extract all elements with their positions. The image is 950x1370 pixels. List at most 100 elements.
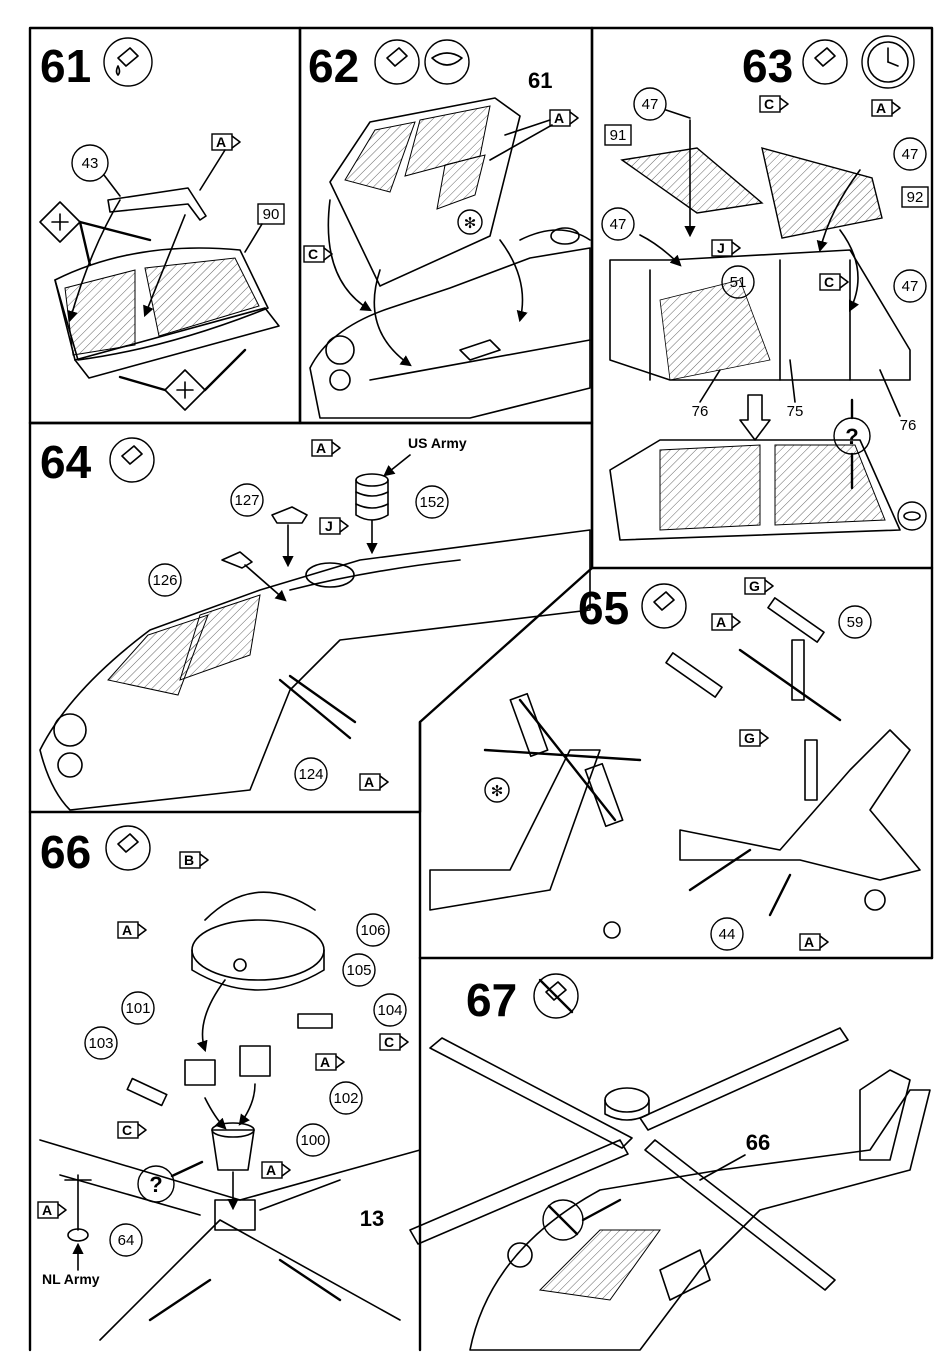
- part-label-61: 61: [528, 68, 552, 93]
- step-67: 67 66: [410, 974, 930, 1350]
- window-91: [622, 148, 762, 213]
- svg-text:A: A: [320, 1054, 330, 1070]
- svg-text:106: 106: [360, 922, 385, 939]
- svg-text:A: A: [122, 922, 132, 938]
- tail-rotor-finished: [430, 694, 640, 938]
- window-92: [762, 148, 882, 238]
- svg-text:59: 59: [847, 614, 864, 631]
- svg-text:104: 104: [377, 1002, 402, 1019]
- note-us-army: US Army: [408, 435, 467, 451]
- svg-text:152: 152: [419, 494, 444, 511]
- part-126: [222, 552, 252, 568]
- svg-text:92: 92: [907, 189, 924, 206]
- helicopter-body-67: [470, 1070, 930, 1350]
- svg-text:A: A: [554, 110, 564, 126]
- glue-icon: [104, 38, 152, 86]
- svg-text:C: C: [308, 246, 318, 262]
- radar-dome-105-106: [192, 892, 324, 990]
- svg-text:A: A: [716, 614, 726, 630]
- glue-icon: [375, 40, 419, 84]
- step-62: 62 61 A ✻ C: [304, 40, 590, 418]
- step-63: 63 47 91 C A 47 47 J 51 92: [602, 36, 928, 540]
- canopy-frame-90: [55, 248, 279, 378]
- step-number-67: 67: [466, 974, 517, 1026]
- svg-text:124: 124: [298, 766, 323, 783]
- svg-text:47: 47: [902, 278, 919, 295]
- svg-text:47: 47: [642, 96, 659, 113]
- svg-text:101: 101: [125, 1000, 150, 1017]
- tail-rotor-exploded: [666, 598, 920, 915]
- svg-text:✻: ✻: [491, 783, 504, 800]
- canopy-61: [330, 98, 520, 286]
- asterisk-symbol: ✻: [458, 210, 482, 234]
- svg-text:J: J: [717, 240, 725, 256]
- svg-text:A: A: [364, 774, 374, 790]
- fit-check-icon-2: [120, 350, 245, 410]
- svg-text:A: A: [876, 100, 886, 116]
- step-number-65: 65: [578, 582, 629, 634]
- svg-text:126: 126: [152, 572, 177, 589]
- glue-icon: [106, 826, 150, 870]
- clear-parts-icon: [425, 40, 469, 84]
- down-arrow-icon: [740, 395, 770, 440]
- svg-text:A: A: [42, 1202, 52, 1218]
- svg-text:C: C: [764, 96, 774, 112]
- optional-question-icon: ?: [138, 1162, 202, 1202]
- svg-text:47: 47: [902, 146, 919, 163]
- note-nl-army: NL Army: [42, 1271, 100, 1287]
- svg-text:J: J: [325, 518, 333, 534]
- fuselage-nose: [310, 228, 590, 418]
- glue-icon: [642, 584, 686, 628]
- part-label-76: 76: [900, 417, 917, 434]
- cockpit-finished: [610, 440, 900, 540]
- svg-text:C: C: [824, 274, 834, 290]
- svg-text:C: C: [122, 1122, 132, 1138]
- svg-text:44: 44: [719, 926, 736, 943]
- svg-text:B: B: [184, 852, 194, 868]
- svg-text:102: 102: [333, 1090, 358, 1107]
- svg-text:A: A: [804, 934, 814, 950]
- step-number-64: 64: [40, 436, 92, 488]
- part-label-75: 75: [787, 403, 804, 420]
- svg-text:G: G: [744, 730, 755, 746]
- clock-icon: [862, 36, 914, 88]
- step-61: 61 43 A 90: [40, 38, 284, 410]
- step-number-62: 62: [308, 40, 359, 92]
- svg-text:91: 91: [610, 127, 627, 144]
- part-43-strip: [108, 188, 206, 220]
- view-icon: [898, 502, 926, 530]
- no-glue-icon: [534, 974, 578, 1018]
- svg-text:A: A: [216, 134, 226, 150]
- step-number-63: 63: [742, 40, 793, 92]
- svg-text:43: 43: [82, 155, 99, 172]
- svg-text:100: 100: [300, 1132, 325, 1149]
- svg-text:103: 103: [88, 1035, 113, 1052]
- part-152-sensor: [356, 474, 388, 520]
- part-label-66: 66: [746, 1130, 770, 1155]
- glue-icon: [110, 438, 154, 482]
- step-64: 64 A US Army 127 152 J 126 124 A: [40, 435, 590, 810]
- svg-text:64: 64: [118, 1232, 135, 1249]
- step-65: 65 G A 59 G 44 A ✻: [430, 578, 920, 950]
- part-label-76: 76: [692, 403, 709, 420]
- step-66: 66 B A 106 105 101 104 C 103 A 102 C 100: [38, 826, 420, 1340]
- svg-text:90: 90: [263, 206, 280, 223]
- svg-text:G: G: [749, 578, 760, 594]
- svg-text:47: 47: [610, 216, 627, 233]
- nl-army-mast-64: [65, 1175, 91, 1270]
- svg-text:✻: ✻: [464, 215, 477, 232]
- svg-text:A: A: [266, 1162, 276, 1178]
- asterisk-symbol: ✻: [485, 778, 509, 802]
- step-number-61: 61: [40, 40, 91, 92]
- part-label-13: 13: [360, 1206, 384, 1231]
- svg-text:127: 127: [234, 492, 259, 509]
- svg-text:C: C: [384, 1034, 394, 1050]
- fit-check-icon: [40, 202, 150, 265]
- step-number-66: 66: [40, 826, 91, 878]
- part-127: [272, 507, 307, 523]
- glue-icon: [803, 40, 847, 84]
- svg-text:105: 105: [346, 962, 371, 979]
- svg-text:A: A: [316, 440, 326, 456]
- cockpit-frame: [610, 250, 910, 380]
